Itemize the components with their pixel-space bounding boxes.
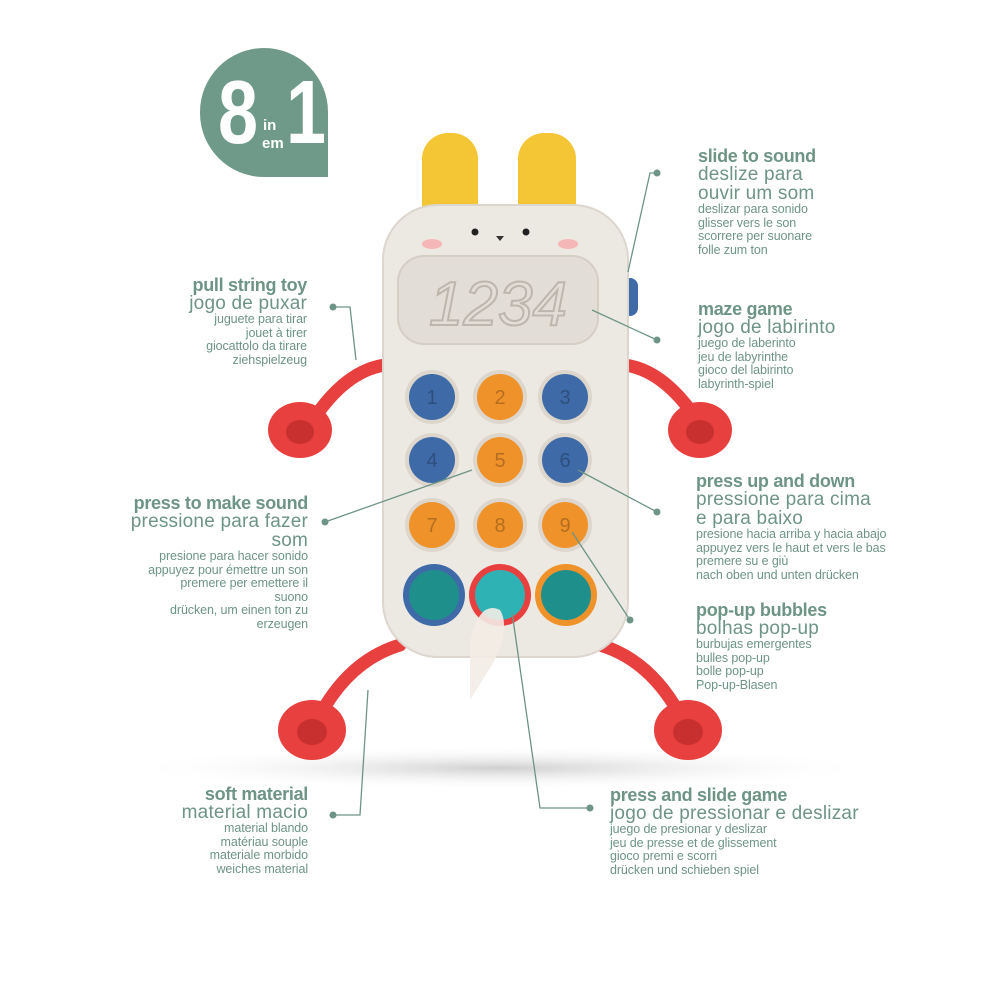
title: pull string toy xyxy=(192,275,308,295)
key-button-4[interactable]: 4 xyxy=(405,433,459,487)
line: premere per emettere il xyxy=(180,576,308,590)
subtitle: material macio xyxy=(181,802,308,823)
feature-slide-sound: slide to sound deslize para ouvir um som… xyxy=(698,147,816,257)
line: nach oben und unten drücken xyxy=(696,567,859,582)
key-button-7[interactable]: 7 xyxy=(405,498,459,552)
line: suono xyxy=(274,589,308,604)
right-leg xyxy=(593,638,687,722)
line: materiale morbido xyxy=(209,848,308,862)
subtitle: jogo de puxar xyxy=(189,293,307,314)
line: scorrere per suonare xyxy=(698,229,813,243)
key-button-6[interactable]: 6 xyxy=(538,433,592,487)
8-in-1-badge: 8 in em 1 xyxy=(200,48,328,177)
line: weiches material xyxy=(216,861,309,876)
badge-number-8: 8 xyxy=(218,63,259,163)
key-label: 4 xyxy=(426,450,437,472)
key-label: 5 xyxy=(494,450,505,472)
feature-pull-string: pull string toy jogo de puxar juguete pa… xyxy=(189,276,307,367)
feature-maze-game: maze game jogo de labirinto juego de lab… xyxy=(698,300,836,391)
line: gioco del labirinto xyxy=(698,363,794,377)
title: maze game xyxy=(698,299,793,319)
line: juego de laberinto xyxy=(698,336,796,350)
right-eye xyxy=(522,228,530,236)
key-button-8[interactable]: 8 xyxy=(473,498,527,552)
feature-popup-bubbles: pop-up bubbles bolhas pop-up burbujas em… xyxy=(696,601,827,692)
title: slide to sound xyxy=(698,146,816,166)
callout-dots xyxy=(321,169,661,819)
left-arm xyxy=(313,358,392,417)
line: labyrinth-spiel xyxy=(698,376,774,391)
line: ziehspielzeug xyxy=(232,352,308,367)
line: folle zum ton xyxy=(698,242,768,257)
badge-number-1: 1 xyxy=(286,63,327,163)
line: Pop-up-Blasen xyxy=(696,677,778,692)
line: presione hacia arriba y hacia abajo xyxy=(696,527,887,541)
line: jeu de labyrinthe xyxy=(698,349,789,364)
left-leg xyxy=(313,638,407,722)
feature-press-up-down: press up and down pressione para cima e … xyxy=(696,472,886,582)
key-label: 3 xyxy=(559,387,570,409)
line: drücken, um einen ton zu xyxy=(170,603,308,617)
key-label: 9 xyxy=(559,515,570,537)
line: drücken und schieben spiel xyxy=(610,862,759,877)
line: appuyez pour émettre un son xyxy=(148,562,308,577)
subtitle: jogo de pressionar e deslizar xyxy=(610,803,859,824)
subtitle: pressione para cima xyxy=(696,489,871,510)
line: jouet à tirer xyxy=(245,325,307,340)
line: juego de presionar y deslizar xyxy=(610,822,767,836)
right-arm xyxy=(618,358,697,417)
line: bolle pop-up xyxy=(696,664,764,678)
keypad: 1 2 3 4 5 6 7 8 9 xyxy=(405,370,592,552)
line: jeu de presse et de glissement xyxy=(610,835,777,850)
line: presione para hacer sonido xyxy=(159,549,308,563)
key-button-2[interactable]: 2 xyxy=(473,370,527,424)
subtitle: deslize para xyxy=(698,164,803,185)
line: burbujas emergentes xyxy=(696,637,812,651)
feature-soft-material: soft material material macio material bl… xyxy=(181,784,309,876)
key-label: 6 xyxy=(559,450,570,472)
key-button-3[interactable]: 3 xyxy=(538,370,592,424)
line: bulles pop-up xyxy=(696,650,770,665)
key-label: 2 xyxy=(494,387,505,409)
line: material blando xyxy=(224,821,308,835)
title: press to make sound xyxy=(133,493,309,513)
title: press up and down xyxy=(696,471,855,491)
nose xyxy=(496,236,504,241)
line: erzeugen xyxy=(256,616,308,631)
line: juguete para tirar xyxy=(214,312,307,326)
feature-press-sound: press to make sound pressione para fazer… xyxy=(130,493,309,631)
badge-em: em xyxy=(262,135,284,152)
badge-in: in xyxy=(263,117,277,134)
key-button-5[interactable]: 5 xyxy=(473,433,527,487)
line: appuyez vers le haut et vers le bas xyxy=(696,540,886,555)
line: giocattolo da tirare xyxy=(206,339,307,353)
line: matériau souple xyxy=(220,834,309,849)
subtitle: bolhas pop-up xyxy=(696,618,820,639)
left-eye xyxy=(471,228,479,236)
line: gioco premi e scorri xyxy=(610,849,718,863)
key-button-1[interactable]: 1 xyxy=(405,370,459,424)
title: soft material xyxy=(204,784,308,804)
maze-digits: 1234 xyxy=(429,270,567,339)
key-label: 8 xyxy=(494,515,505,537)
line: deslizar para sonido xyxy=(698,202,808,216)
subtitle: pressione para fazer xyxy=(130,511,308,532)
subtitle-2: som xyxy=(271,530,308,551)
feature-press-slide-game: press and slide game jogo de pressionar … xyxy=(610,786,859,877)
title: pop-up bubbles xyxy=(696,600,827,620)
line: premere su e giù xyxy=(696,554,789,568)
finger xyxy=(470,608,504,700)
key-label: 1 xyxy=(426,387,437,409)
maze-display xyxy=(397,255,599,345)
subtitle-2: e para baixo xyxy=(696,508,803,529)
subtitle: jogo de labirinto xyxy=(698,317,836,338)
subtitle-2: ouvir um som xyxy=(698,183,815,204)
key-label: 7 xyxy=(426,515,437,537)
key-button-9[interactable]: 9 xyxy=(538,498,592,552)
title: press and slide game xyxy=(610,785,788,805)
line: glisser vers le son xyxy=(698,215,797,230)
